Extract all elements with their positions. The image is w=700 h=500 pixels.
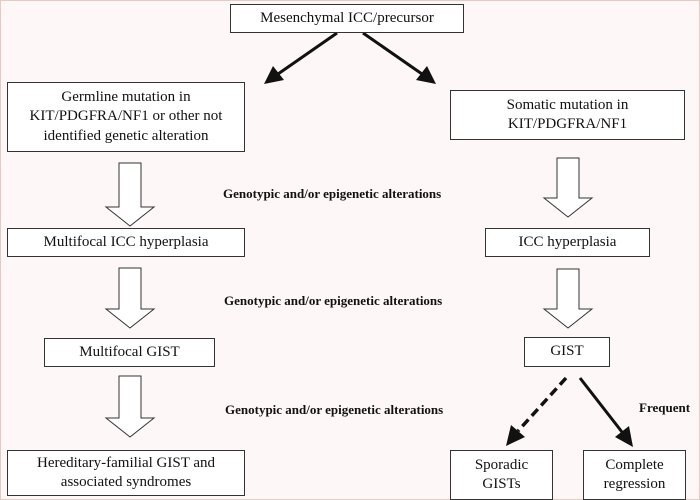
node-label: GIST	[550, 343, 584, 360]
arrow-root-to-germline	[264, 31, 338, 84]
node-hereditary-familial-gist: Hereditary-familial GIST and associated …	[7, 450, 245, 496]
alteration-label-1: Genotypic and/or epigenetic alterations	[223, 186, 442, 201]
node-label-line: associated syndromes	[60, 474, 192, 490]
node-complete-regression: Complete regression	[583, 450, 686, 500]
node-multifocal-gist: Multifocal GIST	[44, 338, 215, 367]
node-label: ICC hyperplasia	[518, 233, 617, 250]
arrow-gist-to-sporadic	[506, 376, 568, 446]
block-arrow-right-1	[542, 157, 594, 218]
node-sporadic-gists: Sporadic GISTs	[450, 450, 553, 500]
node-mesenchymal-precursor: Mesenchymal ICC/precursor	[230, 4, 464, 33]
node-icc-hyperplasia: ICC hyperplasia	[485, 228, 650, 257]
node-somatic-mutation: Somatic mutation in KIT/PDGFRA/NF1	[450, 90, 685, 140]
node-label-line: Hereditary-familial GIST and	[37, 454, 215, 471]
node-label-line: GISTs	[482, 476, 521, 492]
block-arrow-right-2	[542, 268, 594, 329]
node-label-line: Somatic mutation in	[506, 96, 629, 113]
frequent-label: Frequent	[639, 400, 691, 415]
alteration-label-2: Genotypic and/or epigenetic alterations	[224, 293, 443, 308]
node-label: Mesenchymal ICC/precursor	[260, 9, 434, 26]
node-label-line: KIT/PDGFRA/NF1 or other not	[29, 108, 223, 125]
arrow-root-to-somatic	[362, 31, 436, 84]
node-label-line: Sporadic	[474, 456, 529, 473]
alteration-label-3: Genotypic and/or epigenetic alterations	[225, 402, 444, 417]
node-gist: GIST	[524, 337, 610, 367]
node-multifocal-icc-hyperplasia: Multifocal ICC hyperplasia	[7, 228, 245, 257]
node-label: Multifocal ICC hyperplasia	[43, 233, 209, 250]
node-label-line: Germline mutation in	[61, 88, 191, 105]
block-arrow-left-3	[104, 375, 156, 438]
node-label-line: KIT/PDGFRA/NF1	[507, 116, 628, 132]
node-germline-mutation: Germline mutation in KIT/PDGFRA/NF1 or o…	[7, 82, 245, 152]
node-label-line: Complete	[605, 456, 664, 473]
arrow-gist-to-regression	[578, 377, 633, 447]
node-label: Multifocal GIST	[79, 343, 180, 360]
block-arrow-left-2	[104, 267, 156, 329]
node-label-line: identified genetic alteration	[43, 127, 209, 144]
node-label-line: regression	[603, 476, 666, 492]
block-arrow-left-1	[104, 162, 156, 227]
